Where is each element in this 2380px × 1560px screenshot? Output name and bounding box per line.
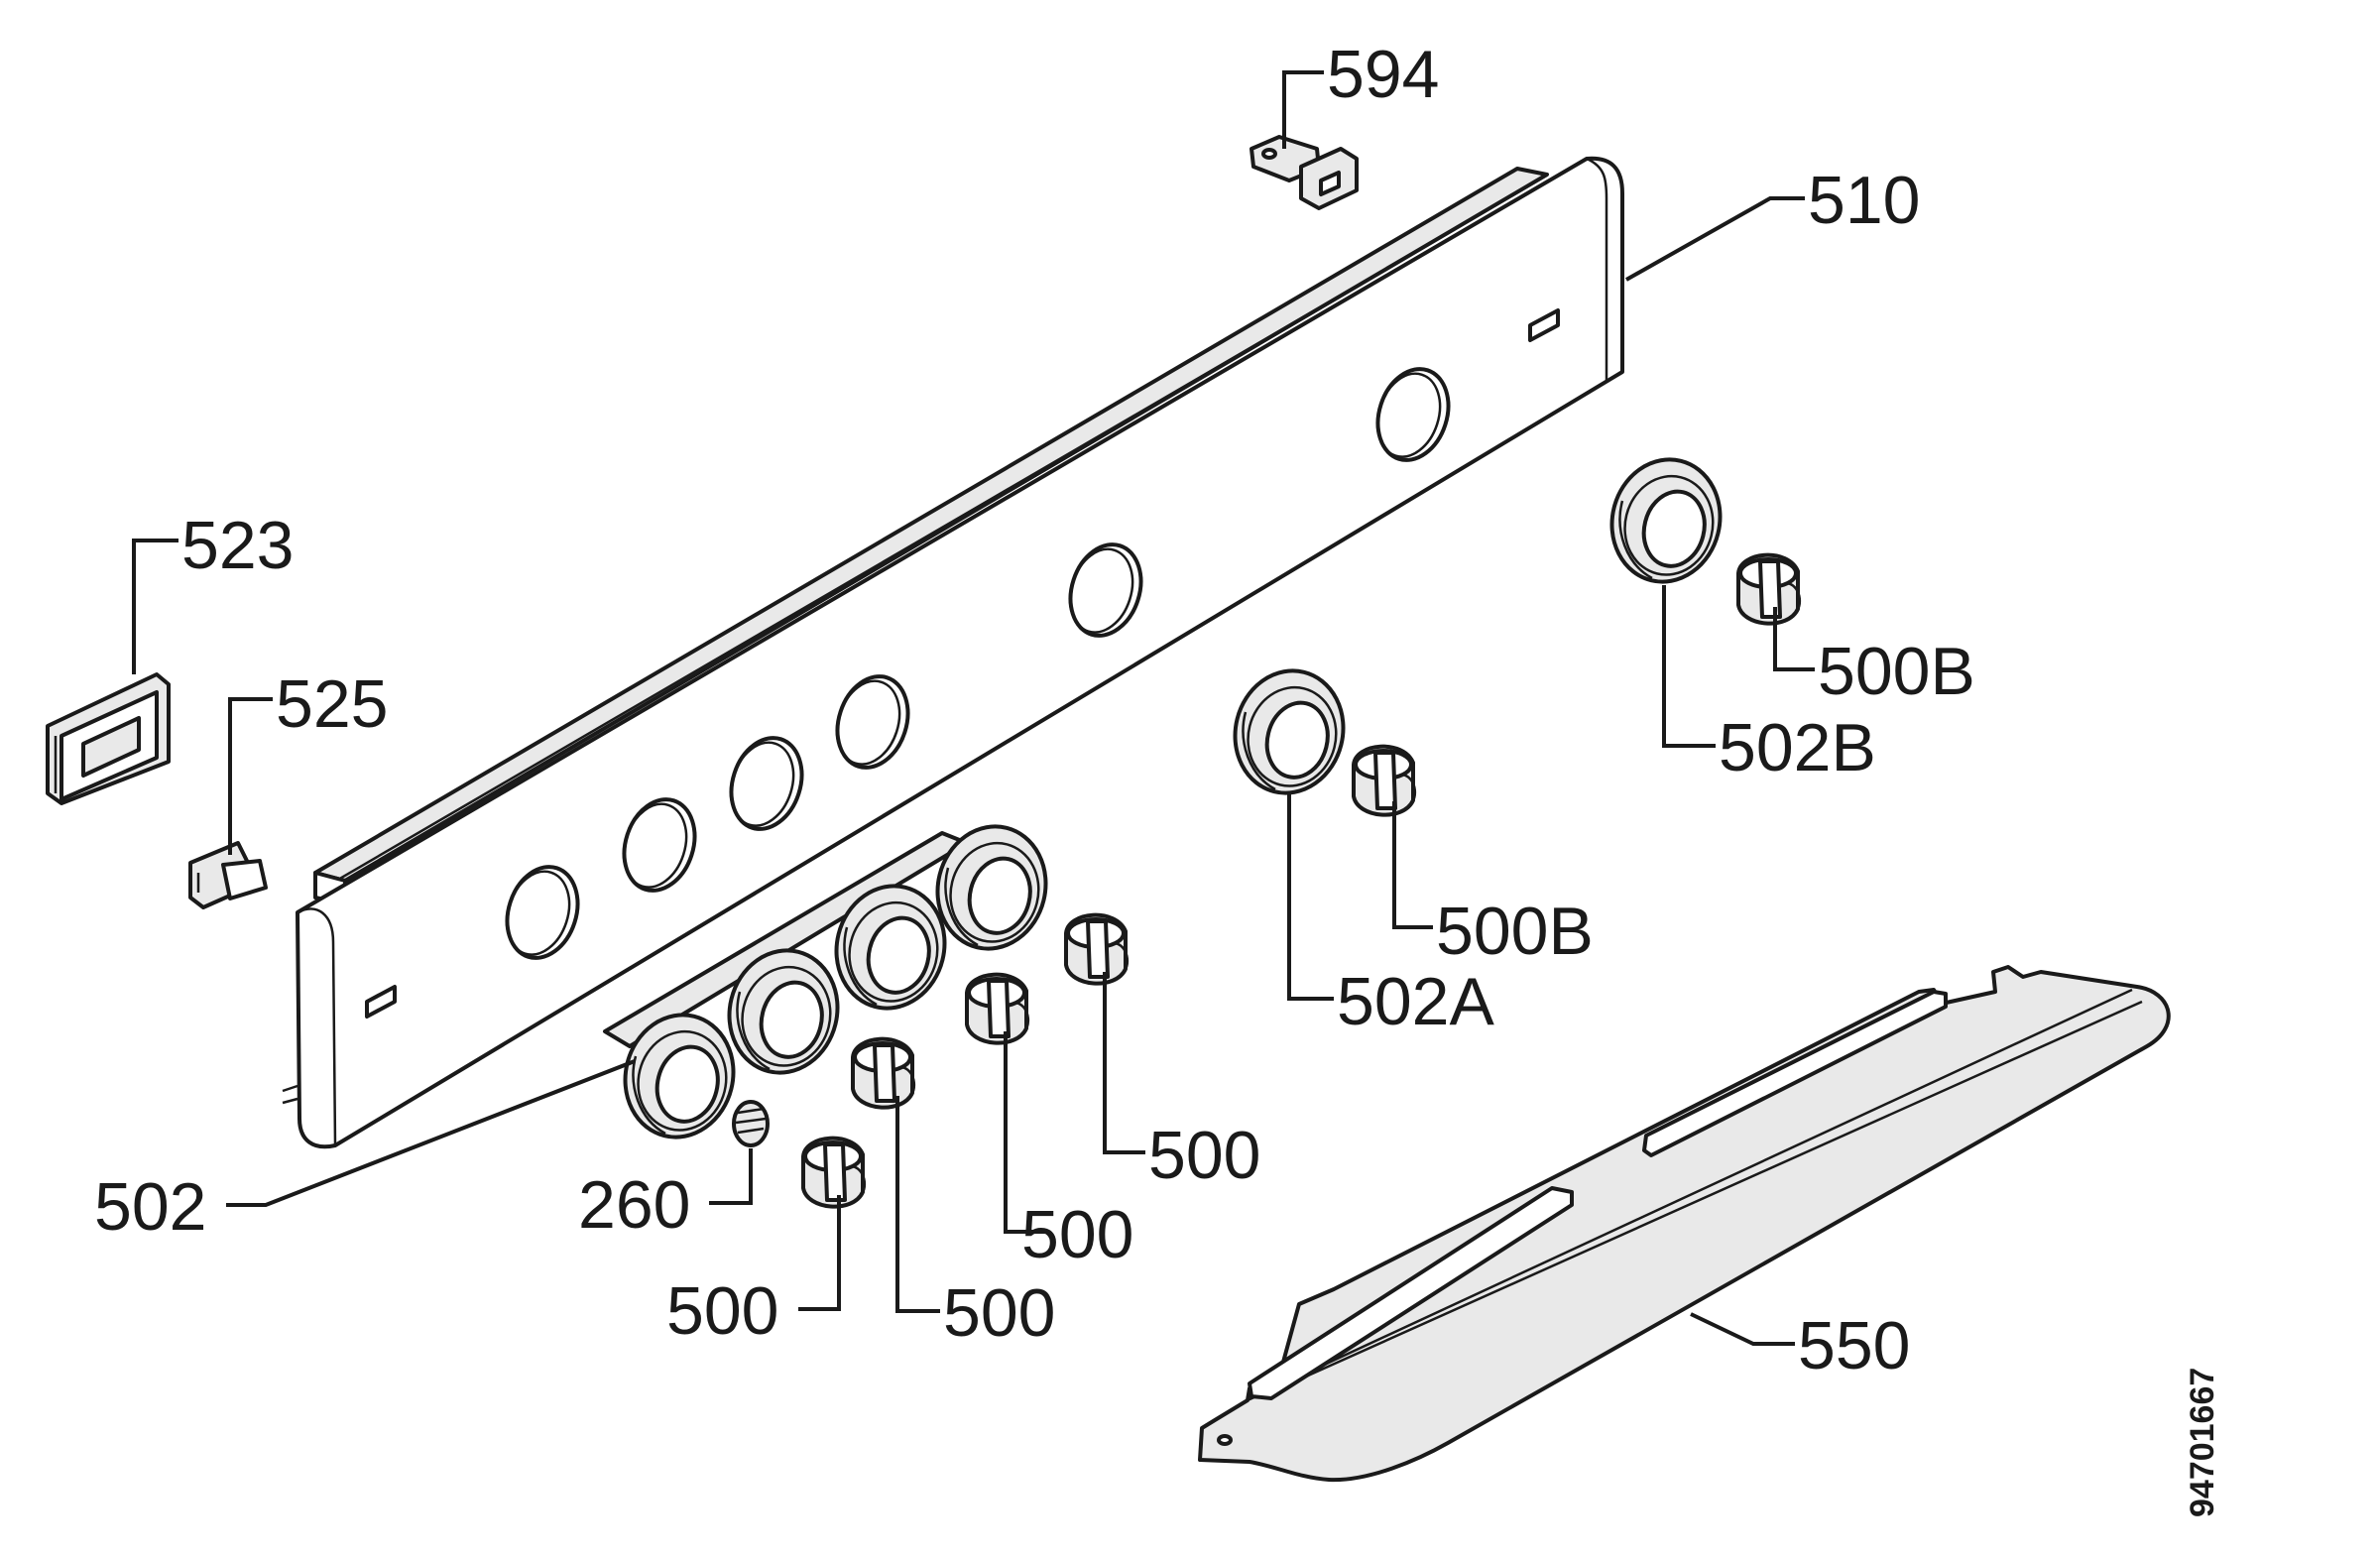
drawing-number: 94701667 xyxy=(2184,1368,2221,1517)
part-labels: 594 510 523 525 500B 502B 500B 502A 500 … xyxy=(94,37,1975,1383)
label-500-d: 500 xyxy=(943,1275,1055,1351)
label-500b-mid: 500B xyxy=(1436,894,1594,969)
label-550: 550 xyxy=(1798,1308,1910,1383)
switch-icon xyxy=(46,672,171,805)
label-510: 510 xyxy=(1808,163,1920,238)
bracket-icon xyxy=(1250,135,1359,210)
label-523: 523 xyxy=(181,508,294,583)
label-500-a: 500 xyxy=(1148,1118,1260,1193)
label-260: 260 xyxy=(578,1167,690,1243)
label-500-c: 500 xyxy=(666,1273,778,1349)
indicator-lamp-icon xyxy=(188,841,268,909)
label-502a: 502A xyxy=(1337,964,1494,1039)
label-502b: 502B xyxy=(1719,710,1876,785)
spring-icon xyxy=(732,1100,770,1147)
trim-strip-icon xyxy=(1198,965,2171,1483)
label-500-b: 500 xyxy=(1021,1197,1133,1272)
control-panel-icon xyxy=(282,156,1624,1149)
label-594: 594 xyxy=(1327,37,1439,112)
leader-lines xyxy=(132,70,1815,1346)
label-502: 502 xyxy=(94,1169,206,1245)
label-525: 525 xyxy=(276,666,388,742)
label-500b-right: 500B xyxy=(1818,634,1975,709)
